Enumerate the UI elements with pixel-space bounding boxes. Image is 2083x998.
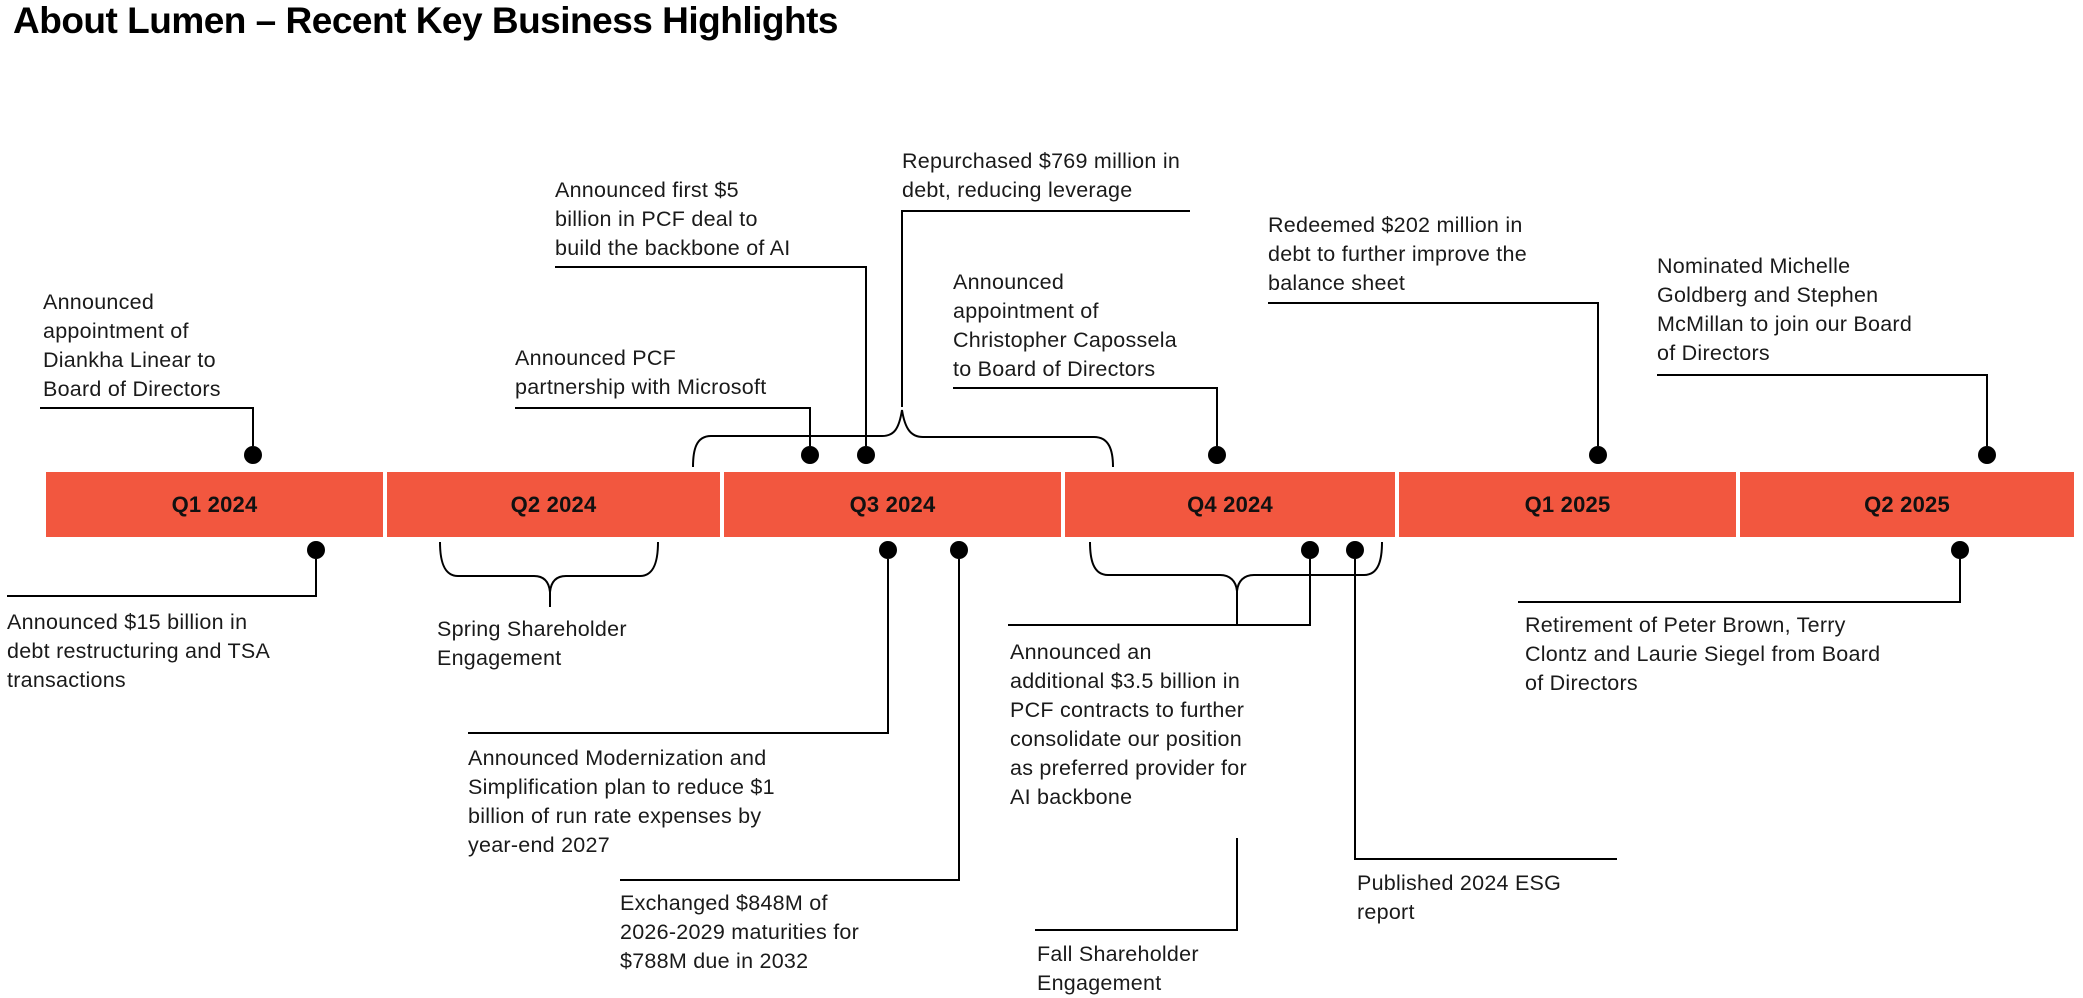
quarter-label: Q1 2024 [171,491,258,517]
timeline-dot [244,446,262,464]
note-modernization-plan: Announced Modernization and Simplificati… [468,746,775,857]
note-pcf-microsoft-partnership: Announced PCF partnership with Microsoft [515,346,767,399]
quarter-label: Q3 2024 [849,491,936,517]
brace-q2-2024 [439,541,659,607]
timeline-dot [1346,541,1364,559]
connector-pcf-3-5b [1008,559,1311,626]
note-pcf-5b-deal: Announced first $5 billion in PCF deal t… [555,178,791,260]
quarter-label: Q2 2025 [1864,491,1950,517]
note-capossela-board-appointment: Announced appointment of Christopher Cap… [953,270,1177,381]
connector-pcf-microsoft [515,407,811,446]
timeline-segment-q2-2025: Q2 2025 [1740,472,2074,537]
note-debt-repurchase-769m: Repurchased $769 million in debt, reduci… [902,149,1181,202]
note-pcf-3-5b-contracts: Announced an additional $3.5 billion in … [1010,640,1247,809]
connector-board-retirements [1518,559,1961,603]
brace-q4-2024 [1089,541,1383,625]
connector-debt-restructuring-15b [7,559,317,597]
quarter-label: Q4 2024 [1187,491,1273,517]
timeline-segment-q1-2025: Q1 2025 [1399,472,1736,537]
connector-fall-engagement [1035,838,1238,931]
timeline-dot [950,541,968,559]
quarter-label: Q1 2025 [1524,491,1611,517]
note-board-nominations: Nominated Michelle Goldberg and Stephen … [1657,254,1913,365]
connector-board-nominations [1657,374,1988,446]
note-debt-restructuring-15b: Announced $15 billion in debt restructur… [7,610,271,692]
timeline-dot [1978,446,1996,464]
note-fall-shareholder-engagement: Fall Shareholder Engagement [1037,942,1199,995]
timeline-dot [801,446,819,464]
connector-redeem-202m [1268,302,1599,446]
note-esg-report: Published 2024 ESG report [1357,871,1562,924]
note-debt-exchange-848m: Exchanged $848M of 2026-2029 maturities … [620,891,860,973]
timeline-dot [857,446,875,464]
note-spring-shareholder-engagement: Spring Shareholder Engagement [437,617,627,670]
brace-q3-2024 [692,409,1114,468]
timeline-segment-q2-2024: Q2 2024 [387,472,720,537]
note-diankha-board-appointment: Announced appointment of Diankha Linear … [43,290,221,401]
page-title: About Lumen – Recent Key Business Highli… [13,0,839,41]
timeline-dot [879,541,897,559]
timeline-dot [1589,446,1607,464]
timeline-segment-q3-2024: Q3 2024 [724,472,1061,537]
quarter-label: Q2 2024 [510,491,597,517]
timeline-dot [307,541,325,559]
connector-capossela [953,387,1218,446]
note-board-retirements: Retirement of Peter Brown, Terry Clontz … [1525,613,1881,695]
note-debt-redemption-202m: Redeemed $202 million in debt to further… [1268,213,1527,295]
connector-diankha [40,407,254,446]
timeline-dot [1301,541,1319,559]
connector-esg-report [1354,559,1617,860]
timeline-dot [1208,446,1226,464]
timeline-dot [1951,541,1969,559]
timeline-segment-q4-2024: Q4 2024 [1065,472,1395,537]
timeline-segment-q1-2024: Q1 2024 [46,472,383,537]
